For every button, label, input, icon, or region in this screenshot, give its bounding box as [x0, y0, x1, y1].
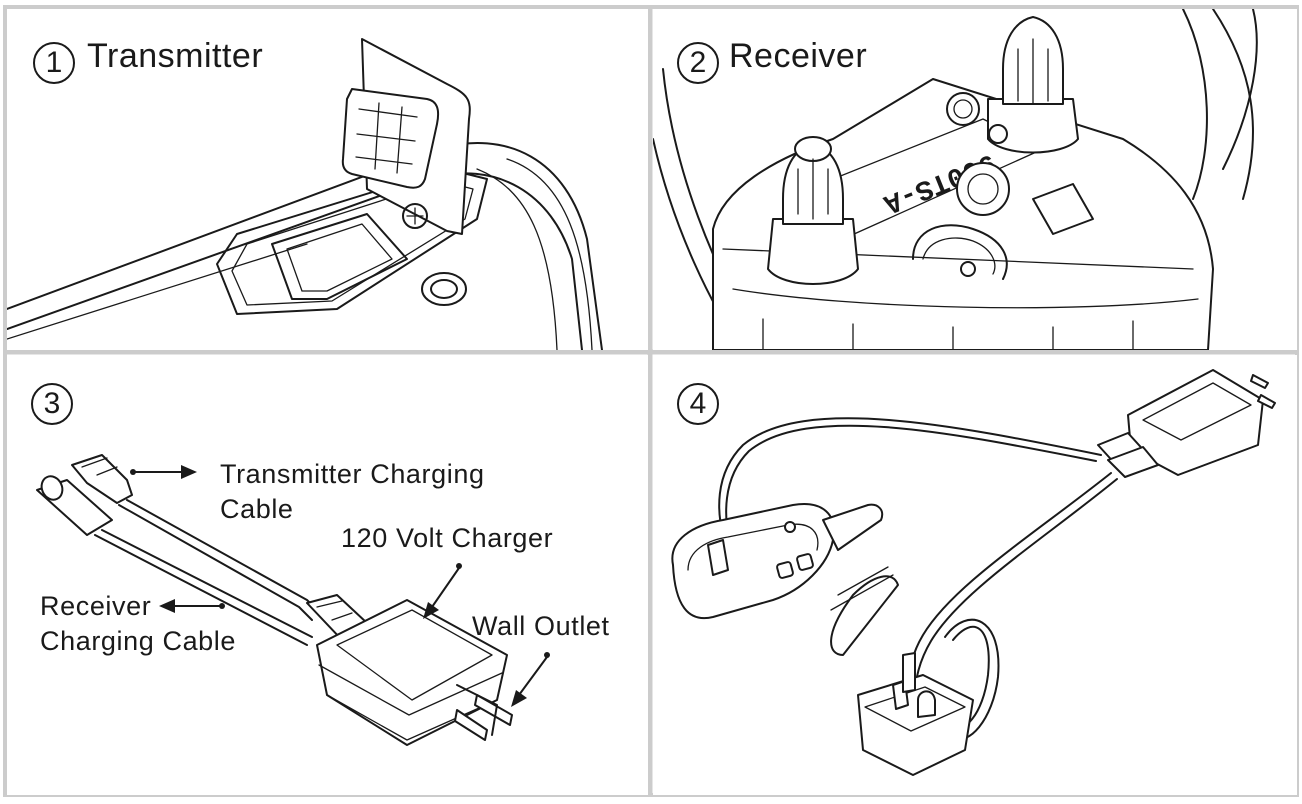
- step-number-3: 3: [31, 383, 73, 425]
- step-number-2: 2: [677, 42, 719, 84]
- panel-title-transmitter: Transmitter: [87, 37, 264, 75]
- panel-charger: 3 Transmitter Charging Cable 120 Volt Ch…: [7, 355, 648, 795]
- step-number-1: 1: [33, 42, 75, 84]
- panel-title-receiver: Receiver: [729, 37, 868, 75]
- charger-illustration: [36, 454, 550, 746]
- connected-setup-illustration: [671, 369, 1276, 776]
- receiver-illustration: 900TS-A: [653, 9, 1258, 350]
- panel-transmitter: 1 Transmitter: [7, 9, 648, 350]
- label-transmitter-charging-cable-line2: Cable: [220, 494, 294, 524]
- label-receiver-charging-cable-line2: Charging Cable: [40, 626, 237, 656]
- step-number-4: 4: [677, 383, 719, 425]
- panel-receiver: 900TS-A 2 Receiver: [653, 9, 1297, 350]
- panel-connected-setup: 4: [653, 355, 1297, 795]
- label-receiver-charging-cable-line1: Receiver: [40, 591, 152, 621]
- transmitter-illustration: [7, 38, 603, 350]
- label-transmitter-charging-cable-line1: Transmitter Charging: [220, 459, 485, 489]
- label-120-volt-charger: 120 Volt Charger: [341, 523, 554, 553]
- label-wall-outlet: Wall Outlet: [472, 611, 610, 641]
